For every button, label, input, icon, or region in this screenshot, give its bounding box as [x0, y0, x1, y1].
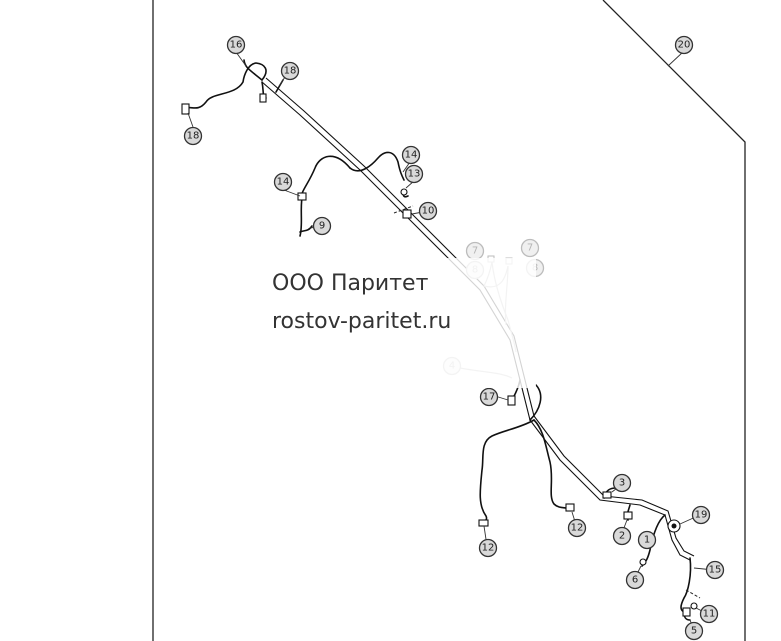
callout-1: 1: [637, 530, 657, 550]
svg-text:3: 3: [619, 478, 625, 489]
svg-text:1: 1: [644, 535, 650, 546]
svg-text:6: 6: [632, 575, 638, 586]
callout-13: 13: [404, 164, 424, 184]
callout-19: 19: [691, 505, 711, 525]
panel-outline: [152, 0, 746, 641]
callout-9: 9: [312, 216, 332, 236]
svg-text:11: 11: [703, 609, 716, 620]
svg-text:7: 7: [527, 243, 533, 254]
svg-text:14: 14: [277, 177, 290, 188]
svg-text:20: 20: [678, 40, 691, 51]
svg-text:12: 12: [482, 543, 495, 554]
callout-10: 10: [418, 201, 438, 221]
callout-2: 2: [612, 526, 632, 546]
callout-14-right: 14: [401, 145, 421, 165]
svg-text:19: 19: [695, 510, 708, 521]
mid-left-branches: [297, 151, 414, 237]
callout-7-left: 7: [465, 241, 485, 261]
callout-6: 6: [625, 570, 645, 590]
svg-text:12: 12: [571, 523, 584, 534]
callout-20: 20: [674, 35, 694, 55]
svg-text:9: 9: [319, 221, 325, 232]
callout-18-left: 18: [183, 126, 203, 146]
svg-text:5: 5: [691, 626, 697, 637]
lower-right-branches: [602, 487, 701, 621]
svg-text:7: 7: [472, 246, 478, 257]
callout-3: 3: [612, 473, 632, 493]
callout-17: 17: [479, 387, 499, 407]
callout-14-left: 14: [273, 172, 293, 192]
callout-12-right: 12: [567, 518, 587, 538]
svg-text:18: 18: [187, 131, 200, 142]
callout-11: 11: [699, 604, 719, 624]
watermark-backdrop: [248, 258, 536, 388]
svg-text:2: 2: [619, 531, 625, 542]
svg-text:15: 15: [709, 565, 722, 576]
svg-text:16: 16: [230, 40, 243, 51]
callout-16: 16: [226, 35, 246, 55]
svg-text:18: 18: [284, 66, 297, 77]
callout-18-upper: 18: [280, 61, 300, 81]
svg-text:17: 17: [483, 392, 496, 403]
callout-5: 5: [684, 621, 704, 641]
middle-branches: [478, 379, 575, 527]
svg-text:14: 14: [405, 150, 418, 161]
watermark-company: ООО Паритет: [272, 271, 429, 296]
svg-text:10: 10: [422, 206, 435, 217]
callout-12-left: 12: [478, 538, 498, 558]
callout-7-right: 7: [520, 238, 540, 258]
svg-text:13: 13: [408, 169, 421, 180]
callout-15: 15: [705, 560, 725, 580]
watermark-website: rostov-paritet.ru: [272, 309, 452, 334]
